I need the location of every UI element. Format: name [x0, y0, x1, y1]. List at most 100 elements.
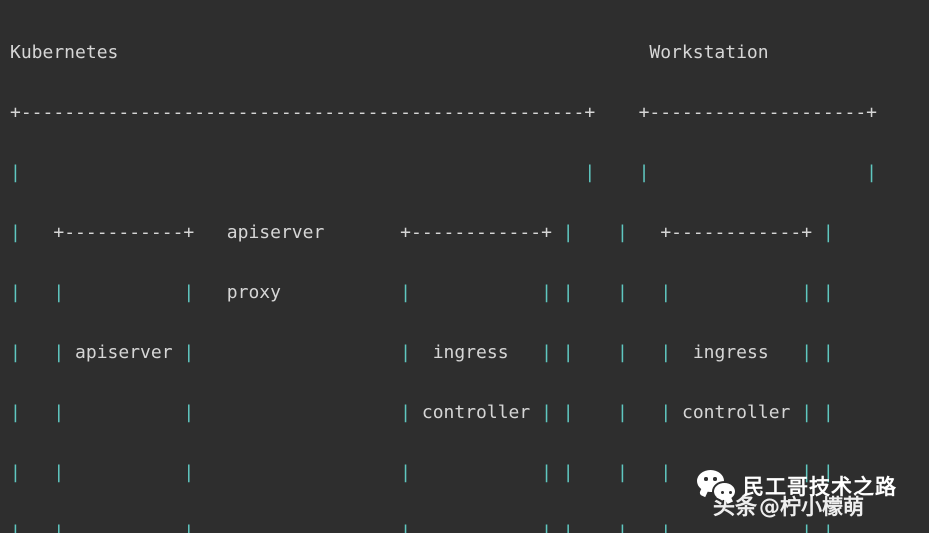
ascii-run-dim: ----------------------------------------… — [20, 102, 585, 123]
ascii-run-text — [628, 222, 661, 243]
ascii-run-pipe: | — [584, 162, 596, 183]
ascii-run-dim: + — [638, 102, 650, 123]
ascii-art-canvas: Kubernetes Workstation +----------------… — [10, 38, 877, 533]
ascii-run-pipe: | — [183, 462, 195, 483]
ascii-run-text — [812, 402, 823, 423]
ascii-run-pipe: | — [822, 222, 834, 243]
ascii-run-text — [671, 282, 801, 303]
ascii-run-pipe: | — [53, 522, 65, 533]
ascii-run-pipe: | — [400, 522, 412, 533]
ascii-run-dim: ----------- — [64, 222, 184, 243]
ascii-run-pipe: | — [616, 222, 628, 243]
ascii-run-pipe: | — [660, 402, 672, 423]
ascii-row: | +-----------+ apiserver +------------+… — [10, 218, 877, 248]
ascii-row: | | | | | | | | | | — [10, 458, 877, 488]
ascii-run-pipe: | — [822, 402, 834, 423]
ascii-run-pipe: | — [541, 342, 552, 363]
ascii-run-pipe: | — [660, 282, 672, 303]
ascii-row: | | | | controller | | | | controller | … — [10, 398, 877, 428]
ascii-run-dim: + — [801, 222, 813, 243]
ascii-run-pipe: | — [660, 522, 672, 533]
ascii-run-text: Workstation — [118, 42, 769, 63]
ascii-run-text: ingress — [671, 342, 802, 363]
ascii-run-text — [671, 462, 801, 483]
ascii-run-pipe: | — [801, 402, 813, 423]
ascii-run-text: ingress — [411, 342, 542, 363]
ascii-run-text — [671, 522, 801, 533]
ascii-run-text — [194, 522, 400, 533]
ascii-run-pipe: | — [10, 162, 21, 183]
ascii-run-text — [411, 462, 541, 483]
ascii-run-pipe: | — [541, 402, 552, 423]
ascii-run-pipe: | — [183, 522, 195, 533]
ascii-run-text — [812, 282, 823, 303]
ascii-run-pipe: | — [616, 462, 628, 483]
ascii-run-text — [194, 462, 400, 483]
ascii-run-text — [64, 522, 183, 533]
ascii-run-pipe: | — [53, 342, 65, 363]
ascii-run-pipe: | — [660, 462, 672, 483]
ascii-run-pipe: | — [562, 342, 574, 363]
ascii-run-dim: ------------ — [671, 222, 802, 243]
ascii-run-pipe: | — [562, 282, 574, 303]
ascii-run-pipe: | — [562, 222, 574, 243]
ascii-row: | | | | — [10, 158, 877, 188]
ascii-run-text — [574, 522, 617, 533]
ascii-run-text — [552, 222, 563, 243]
ascii-run-pipe: | — [400, 402, 412, 423]
ascii-run-text — [574, 342, 617, 363]
ascii-run-text — [21, 282, 54, 303]
ascii-run-pipe: | — [10, 282, 21, 303]
ascii-run-text — [64, 462, 183, 483]
ascii-run-dim: + — [541, 222, 552, 243]
ascii-run-text — [552, 402, 563, 423]
ascii-run-dim: + — [53, 222, 65, 243]
ascii-run-pipe: | — [801, 342, 813, 363]
ascii-run-pipe: | — [53, 402, 65, 423]
ascii-run-text — [649, 162, 866, 183]
ascii-run-text — [21, 402, 54, 423]
ascii-run-pipe: | — [400, 342, 412, 363]
ascii-run-text — [595, 162, 638, 183]
ascii-run-text — [812, 342, 823, 363]
ascii-run-pipe: | — [183, 342, 195, 363]
ascii-run-pipe: | — [10, 522, 21, 533]
ascii-run-dim: -------------------- — [649, 102, 867, 123]
ascii-run-text — [812, 222, 823, 243]
ascii-run-text — [64, 282, 183, 303]
ascii-run-pipe: | — [53, 462, 65, 483]
ascii-run-text: apiserver — [194, 222, 401, 243]
ascii-run-text — [64, 402, 183, 423]
ascii-run-pipe: | — [562, 402, 574, 423]
ascii-run-text — [812, 522, 823, 533]
ascii-run-pipe: | — [866, 162, 878, 183]
ascii-run-pipe: | — [53, 282, 65, 303]
ascii-row: | | | | | | | | | | — [10, 518, 877, 533]
ascii-run-pipe: | — [822, 282, 834, 303]
ascii-run-pipe: | — [638, 162, 650, 183]
ascii-run-text — [552, 342, 563, 363]
ascii-run-text — [574, 222, 617, 243]
ascii-run-text — [628, 402, 661, 423]
ascii-run-pipe: | — [562, 462, 574, 483]
ascii-run-dim: + — [10, 102, 21, 123]
ascii-run-pipe: | — [400, 282, 412, 303]
ascii-run-dim: + — [866, 102, 878, 123]
ascii-run-text — [21, 462, 54, 483]
ascii-run-pipe: | — [616, 282, 628, 303]
ascii-run-pipe: | — [822, 462, 834, 483]
ascii-run-text — [628, 462, 661, 483]
ascii-run-text — [574, 462, 617, 483]
ascii-run-pipe: | — [616, 402, 628, 423]
ascii-run-pipe: | — [616, 342, 628, 363]
ascii-run-dim: + — [400, 222, 412, 243]
ascii-run-pipe: | — [10, 222, 21, 243]
ascii-run-text — [194, 402, 400, 423]
ascii-run-pipe: | — [801, 522, 813, 533]
ascii-run-text — [628, 342, 661, 363]
ascii-run-text — [411, 282, 541, 303]
ascii-run-pipe: | — [801, 282, 813, 303]
ascii-run-pipe: | — [183, 282, 195, 303]
ascii-run-text: Kubernetes — [10, 42, 119, 63]
